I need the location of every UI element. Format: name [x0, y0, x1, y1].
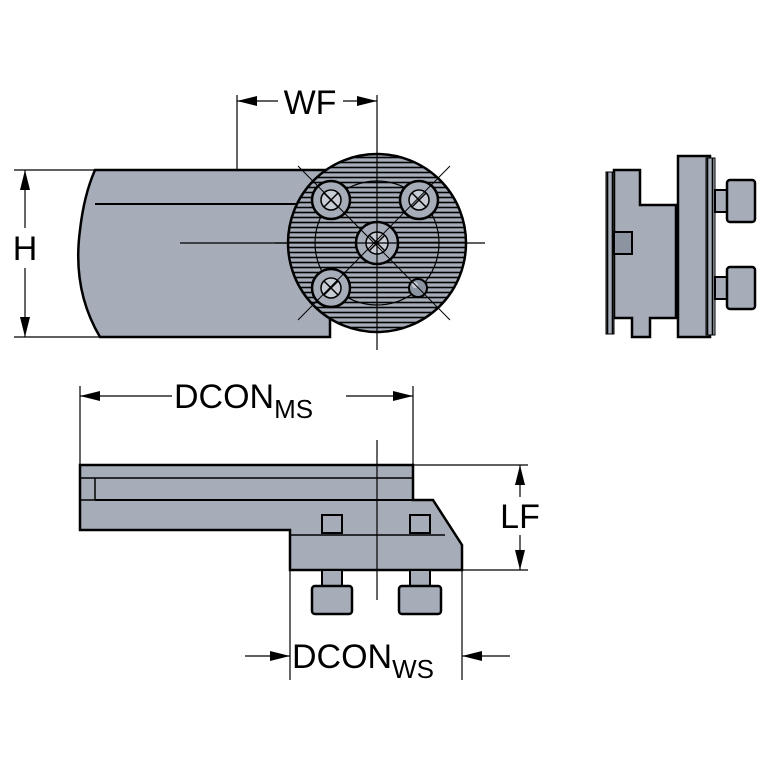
front-view [78, 440, 464, 616]
top-view [77, 95, 485, 350]
lf-dimension: LF [413, 464, 540, 571]
screw-head-icon [310, 267, 352, 309]
dcon-ws-dimension: DCONWS [245, 570, 510, 684]
side-view [605, 154, 757, 339]
dcon-ms-dimension: DCONMS [79, 378, 414, 465]
dcon-ws-label: DCONWS [292, 638, 434, 684]
wf-label: WF [284, 84, 337, 122]
screw-head-icon [398, 179, 440, 221]
top-view-shank [77, 168, 332, 339]
dcon-ms-label: DCONMS [174, 378, 313, 424]
h-label: H [13, 230, 38, 268]
lf-label: LF [500, 498, 540, 536]
h-dimension: H [13, 169, 100, 338]
wf-dimension: WF [236, 84, 377, 170]
